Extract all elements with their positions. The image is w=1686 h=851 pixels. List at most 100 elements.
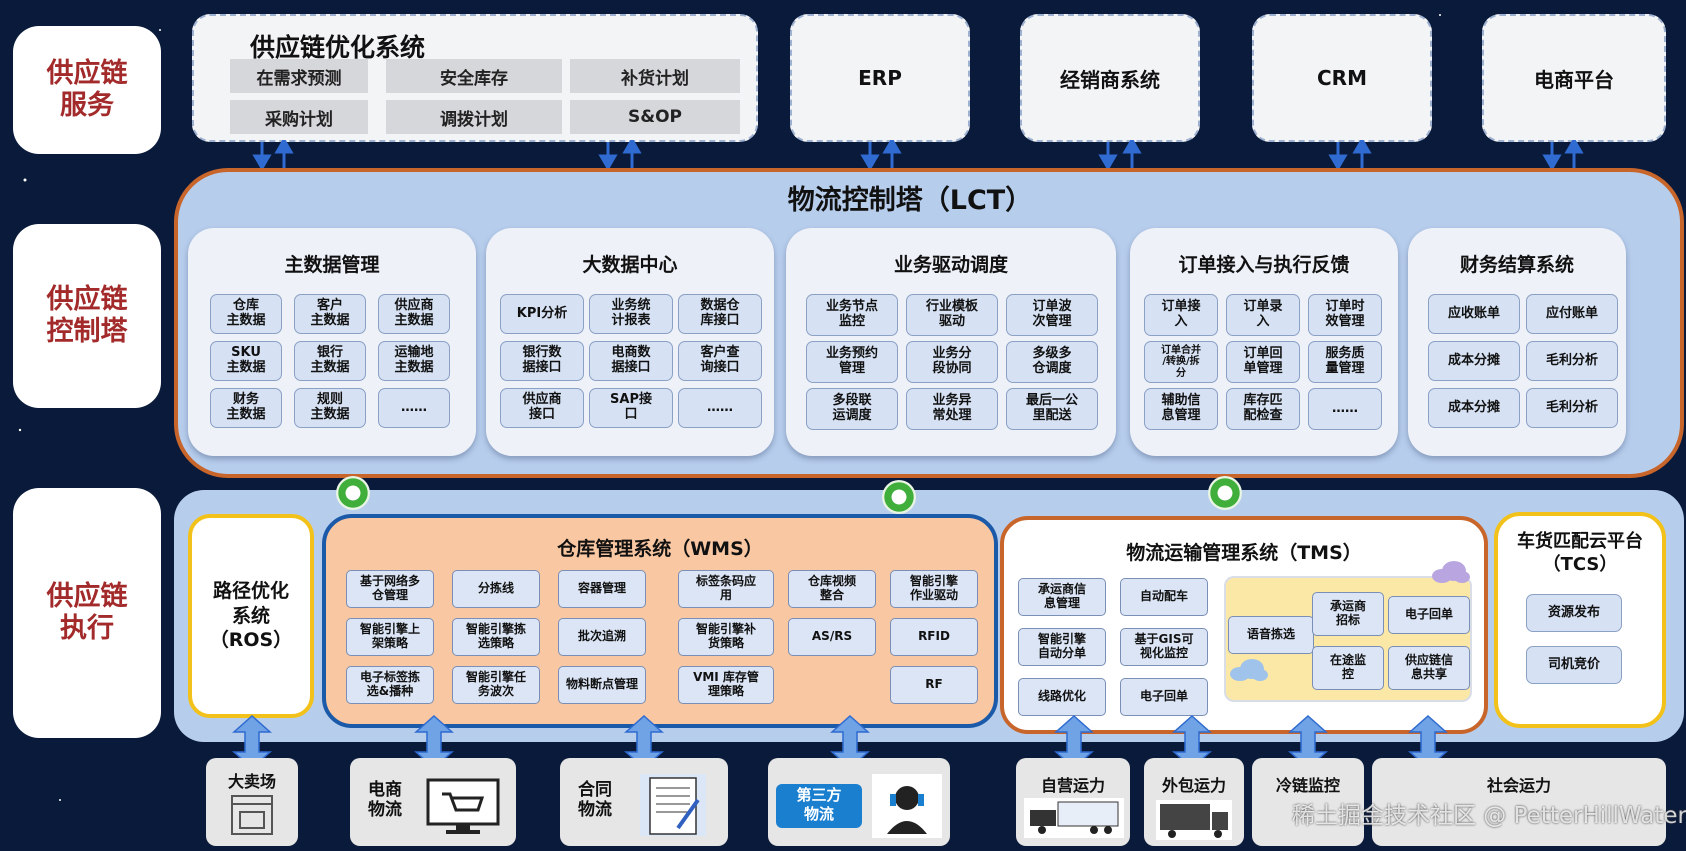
lct-cell[interactable]: 成本分摊	[1428, 388, 1520, 428]
lct-cell[interactable]: 订单接 入	[1144, 294, 1218, 336]
wms-cell[interactable]: 分拣线	[452, 570, 540, 608]
tms-cell[interactable]: 自动配车	[1120, 578, 1208, 616]
lct-cell[interactable]: 应收账单	[1428, 294, 1520, 334]
top-connector-arrows	[252, 140, 1584, 170]
sco-item[interactable]: 采购计划	[230, 100, 368, 134]
tcs-resource-publish[interactable]: 资源发布	[1526, 594, 1622, 632]
bottom-outsourced-fleet[interactable]: 外包运力	[1144, 758, 1244, 846]
distributor-system-box[interactable]: 经销商系统	[1020, 14, 1200, 142]
lct-cell[interactable]: 应付账单	[1526, 294, 1618, 334]
wms-cell[interactable]: 智能引擎拣 选策略	[452, 618, 540, 656]
tms-cloud-cell[interactable]: 语音拣选	[1228, 616, 1314, 654]
bottom-cold-chain[interactable]: 冷链监控	[1252, 758, 1364, 846]
lct-cell[interactable]: 订单合并 /转换/拆 分	[1144, 341, 1218, 383]
tms-cell[interactable]: 智能引擎 自动分单	[1018, 628, 1106, 666]
lct-cell[interactable]: SKU 主数据	[210, 341, 282, 381]
tms-title: 物流运输管理系统（TMS）	[1126, 542, 1362, 564]
lct-cell[interactable]: 供应商 主数据	[378, 294, 450, 334]
lct-cell[interactable]: 库存匹 配检查	[1226, 388, 1300, 430]
tms-cloud-cell[interactable]: 在途监 控	[1312, 646, 1384, 690]
tms-cell[interactable]: 电子回单	[1120, 678, 1208, 716]
lct-cell[interactable]: 订单时 效管理	[1308, 294, 1382, 336]
bottom-own-fleet[interactable]: 自营运力	[1016, 758, 1130, 846]
lct-cell[interactable]: 毛利分析	[1526, 388, 1618, 428]
sco-item[interactable]: 调拨计划	[386, 100, 562, 134]
lct-cell[interactable]: 业务异 常处理	[906, 388, 998, 430]
tms-cloud-cell[interactable]: 承运商 招标	[1312, 592, 1384, 636]
wms-cell[interactable]: 智能引擎任 务波次	[452, 666, 540, 704]
wms-cell[interactable]: 智能引擎补 货策略	[678, 618, 774, 656]
lct-cell[interactable]: 行业模板 驱动	[906, 294, 998, 336]
tms-cloud-cell[interactable]: 供应链信 息共享	[1388, 646, 1470, 690]
lct-cell[interactable]: 规则 主数据	[294, 388, 366, 428]
lct-cell[interactable]: 银行数 据接口	[500, 341, 584, 381]
bottom-connector-arrows	[232, 714, 1448, 770]
wms-cell[interactable]: 物料断点管理	[558, 666, 646, 704]
lct-cell[interactable]: 运输地 主数据	[378, 341, 450, 381]
tcs-driver-bidding[interactable]: 司机竞价	[1526, 646, 1622, 684]
lct-cell[interactable]: 服务质 量管理	[1308, 341, 1382, 383]
sync-cycle-icon	[882, 480, 916, 514]
bottom-label: 大卖场	[227, 772, 276, 791]
erp-box[interactable]: ERP	[790, 14, 970, 142]
bottom-hypermarket[interactable]: 大卖场	[206, 758, 298, 846]
bottom-ecommerce-logistics[interactable]: 电商 物流	[350, 758, 516, 846]
lct-cell[interactable]: SAP接 口	[589, 388, 673, 428]
lct-cell[interactable]: 成本分摊	[1428, 341, 1520, 381]
panel-title: 主数据管理	[284, 254, 380, 276]
lct-cell[interactable]: ……	[1308, 388, 1382, 430]
bottom-contract-logistics[interactable]: 合同 物流	[560, 758, 728, 846]
lct-cell[interactable]: 电商数 据接口	[589, 341, 673, 381]
lct-cell[interactable]: ……	[378, 388, 450, 428]
wms-cell[interactable]: 仓库视频 整合	[788, 570, 876, 608]
lct-cell[interactable]: 数据仓 库接口	[678, 294, 762, 334]
lct-cell[interactable]: 最后一公 里配送	[1006, 388, 1098, 430]
wms-cell[interactable]: RF	[890, 666, 978, 704]
sco-item[interactable]: 安全库存	[386, 59, 562, 93]
lct-cell[interactable]: 订单录 入	[1226, 294, 1300, 336]
bottom-3pl[interactable]: 第三方 物流	[768, 758, 950, 846]
lct-cell[interactable]: KPI分析	[500, 294, 584, 334]
wms-cell[interactable]: 智能引擎上 架策略	[346, 618, 434, 656]
lct-cell[interactable]: 业务分 段协同	[906, 341, 998, 383]
lct-cell[interactable]: 业务统 计报表	[589, 294, 673, 334]
lct-cell[interactable]: 业务预约 管理	[806, 341, 898, 383]
crm-box[interactable]: CRM	[1252, 14, 1432, 142]
bottom-social-fleet[interactable]: 社会运力	[1372, 758, 1666, 846]
wms-cell[interactable]: 标签条码应 用	[678, 570, 774, 608]
tms-cell[interactable]: 承运商信 息管理	[1018, 578, 1106, 616]
lct-cell[interactable]: 财务 主数据	[210, 388, 282, 428]
lct-cell[interactable]: 业务节点 监控	[806, 294, 898, 336]
lct-cell[interactable]: 仓库 主数据	[210, 294, 282, 334]
lct-cell[interactable]: 多级多 仓调度	[1006, 341, 1098, 383]
wms-cell[interactable]: 智能引擎 作业驱动	[890, 570, 978, 608]
sco-item[interactable]: S&OP	[570, 100, 740, 134]
lct-cell[interactable]: 银行 主数据	[294, 341, 366, 381]
lct-cell[interactable]: ……	[678, 388, 762, 428]
wms-cell[interactable]: 批次追溯	[558, 618, 646, 656]
lct-cell[interactable]: 客户查 询接口	[678, 341, 762, 381]
down-up-arrow	[252, 140, 294, 170]
lct-cell[interactable]: 供应商 接口	[500, 388, 584, 428]
tms-cloud-cell[interactable]: 电子回单	[1388, 596, 1470, 634]
wms-cell[interactable]: 基于网络多 仓管理	[346, 570, 434, 608]
lct-cell[interactable]: 订单波 次管理	[1006, 294, 1098, 336]
lct-cell[interactable]: 多段联 运调度	[806, 388, 898, 430]
wms-cell[interactable]: 容器管理	[558, 570, 646, 608]
sco-item[interactable]: 在需求预测	[230, 59, 368, 93]
ros-box[interactable]: 路径优化 系统 （ROS）	[188, 514, 314, 718]
lct-cell[interactable]: 辅助信 息管理	[1144, 388, 1218, 430]
tms-cell[interactable]: 线路优化	[1018, 678, 1106, 716]
cloud-icon	[1432, 561, 1470, 583]
wms-cell[interactable]: AS/RS	[788, 618, 876, 656]
wms-cell[interactable]: 电子标签拣 选&播种	[346, 666, 434, 704]
tms-cell[interactable]: 基于GIS可 视化监控	[1120, 628, 1208, 666]
ecommerce-platform-box[interactable]: 电商平台	[1482, 14, 1666, 142]
lct-cell[interactable]: 毛利分析	[1526, 341, 1618, 381]
sco-item[interactable]: 补货计划	[570, 59, 740, 93]
lct-cell[interactable]: 订单回 单管理	[1226, 341, 1300, 383]
wms-cell[interactable]: VMI 库存管 理策略	[678, 666, 774, 704]
lct-cell[interactable]: 客户 主数据	[294, 294, 366, 334]
panel-title: 大数据中心	[582, 254, 678, 276]
wms-cell[interactable]: RFID	[890, 618, 978, 656]
